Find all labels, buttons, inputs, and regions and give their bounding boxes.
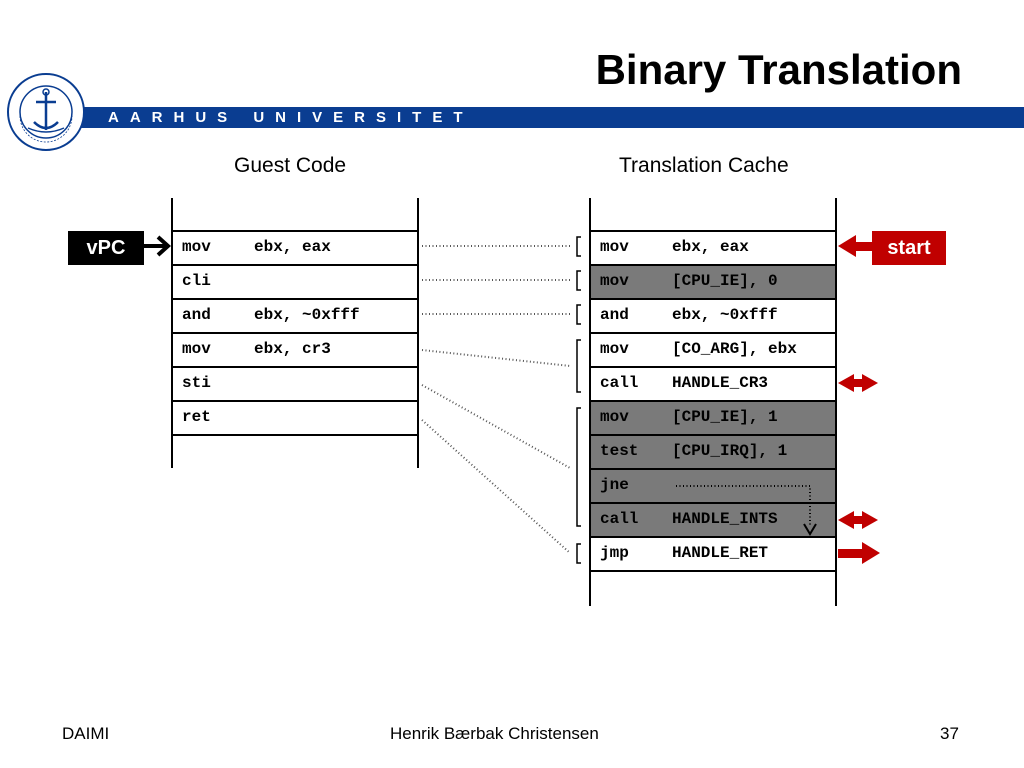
call-out-arrow <box>838 374 878 392</box>
page-number: 37 <box>940 724 959 743</box>
cache-arg: HANDLE_RET <box>672 544 769 562</box>
vpc-label: vPC <box>68 231 144 265</box>
guest-row: mov ebx, eax <box>172 230 418 264</box>
cache-arg: ebx, ~0xfff <box>672 306 778 324</box>
guest-op: and <box>182 306 211 324</box>
cache-op: jmp <box>600 544 629 562</box>
cache-table-bottom-line <box>590 570 836 572</box>
cache-arg: [CPU_IRQ], 1 <box>672 442 788 460</box>
jne-jump-line <box>676 485 811 526</box>
cache-op: call <box>600 374 639 392</box>
guest-arg: ebx, ~0xfff <box>254 306 360 324</box>
start-arrow <box>838 235 874 257</box>
cache-op: mov <box>600 408 629 426</box>
university-seal-logo <box>7 73 85 151</box>
start-label: start <box>872 231 946 265</box>
jmp-out-arrow <box>838 542 880 564</box>
cache-arg: [CO_ARG], ebx <box>672 340 797 358</box>
cache-row: jmp HANDLE_RET <box>590 536 836 570</box>
guest-code-heading: Guest Code <box>234 154 347 177</box>
guest-arg: ebx, cr3 <box>254 340 331 358</box>
cache-arg: HANDLE_CR3 <box>672 374 769 392</box>
cache-row-shaded: mov [CPU_IE], 0 <box>590 264 836 298</box>
cache-row-shaded: test [CPU_IRQ], 1 <box>590 434 836 468</box>
guest-op: ret <box>182 408 211 426</box>
guest-row: sti <box>172 366 418 400</box>
bracket <box>576 270 581 291</box>
bracket <box>576 543 581 564</box>
cache-row: mov [CO_ARG], ebx <box>590 332 836 366</box>
cache-row-shaded: mov [CPU_IE], 1 <box>590 400 836 434</box>
guest-op: mov <box>182 238 211 256</box>
cache-op: mov <box>600 238 629 256</box>
cache-row: call HANDLE_CR3 <box>590 366 836 400</box>
cache-op: and <box>600 306 629 324</box>
cache-op: mov <box>600 272 629 290</box>
bracket <box>576 407 581 527</box>
university-banner <box>78 107 1024 128</box>
guest-arg: ebx, eax <box>254 238 331 256</box>
cache-op: jne <box>600 476 629 494</box>
mapping-line <box>421 384 571 469</box>
cache-arg: HANDLE_INTS <box>672 510 778 528</box>
cache-arg: [CPU_IE], 1 <box>672 408 778 426</box>
mapping-line <box>421 419 571 554</box>
cache-arg: ebx, eax <box>672 238 749 256</box>
cache-op: call <box>600 510 639 528</box>
call-out-arrow <box>838 511 878 529</box>
translation-cache-heading: Translation Cache <box>619 154 789 177</box>
cache-row: and ebx, ~0xfff <box>590 298 836 332</box>
guest-table-bottom-line <box>172 434 418 436</box>
mapping-line <box>421 349 571 367</box>
bracket <box>576 339 581 393</box>
footer-author: Henrik Bærbak Christensen <box>390 724 599 743</box>
footer-left: DAIMI <box>62 724 110 743</box>
bracket <box>576 236 581 257</box>
guest-row: mov ebx, cr3 <box>172 332 418 366</box>
guest-row: cli <box>172 264 418 298</box>
cache-row: mov ebx, eax <box>590 230 836 264</box>
guest-row: and ebx, ~0xfff <box>172 298 418 332</box>
guest-op: mov <box>182 340 211 358</box>
cache-op: mov <box>600 340 629 358</box>
cache-op: test <box>600 442 639 460</box>
bracket <box>576 304 581 325</box>
vpc-arrow <box>144 235 171 257</box>
guest-row: ret <box>172 400 418 434</box>
slide-title: Binary Translation <box>595 46 962 93</box>
guest-op: sti <box>182 374 211 392</box>
cache-arg: [CPU_IE], 0 <box>672 272 778 290</box>
guest-op: cli <box>182 272 211 290</box>
cache-row-shaded: call HANDLE_INTS <box>590 502 836 536</box>
university-name: AARHUS UNIVERSITET <box>108 109 474 126</box>
jne-jump-arrowhead <box>803 523 817 536</box>
